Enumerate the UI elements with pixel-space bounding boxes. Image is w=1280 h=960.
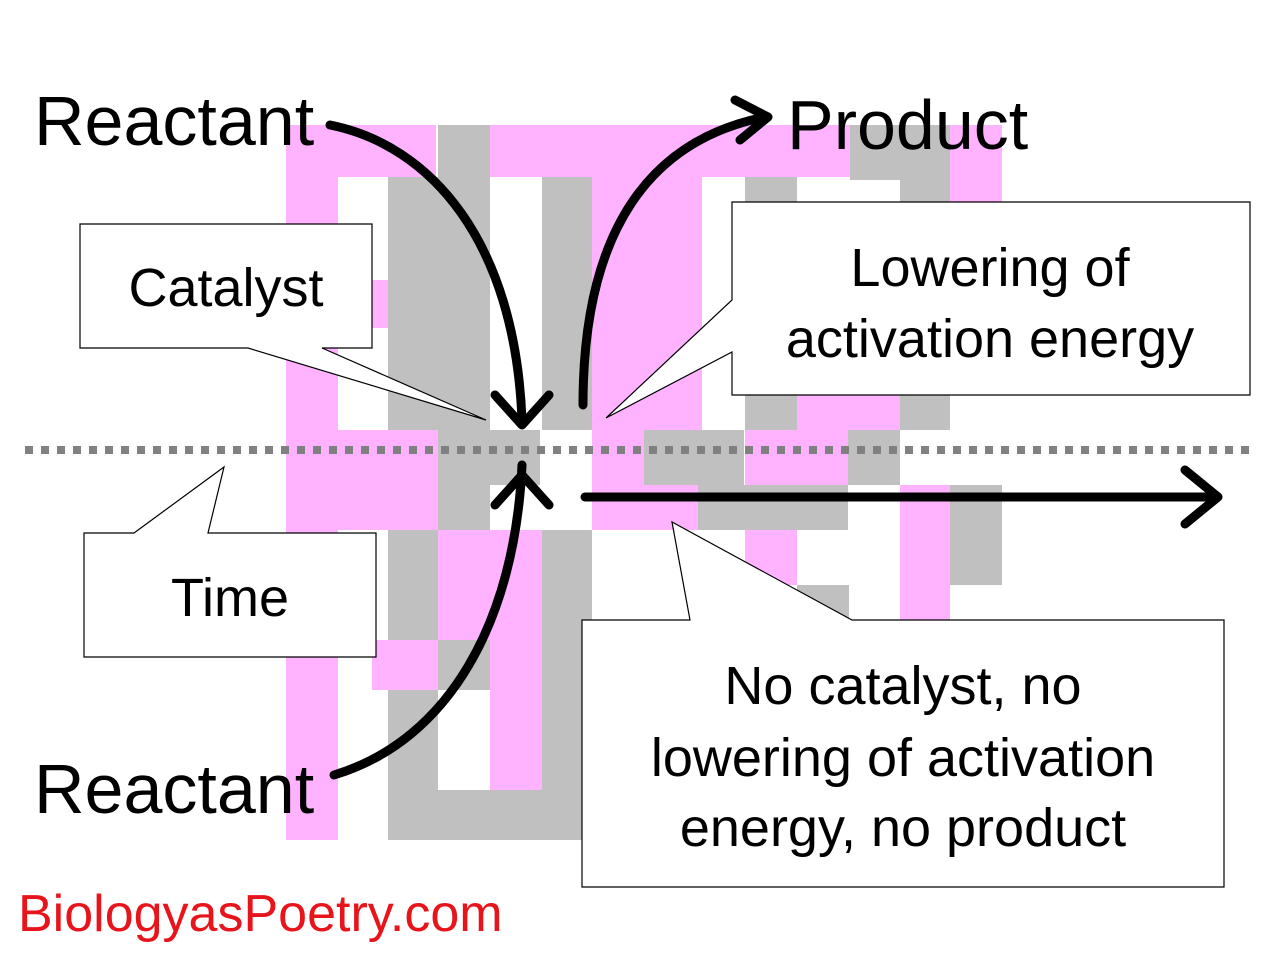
no-catalyst-line-3: energy, no product [680, 798, 1126, 858]
lowering-line-1: Lowering of [850, 238, 1130, 298]
lowering-line-2: activation energy [786, 309, 1194, 369]
time-label: Time [171, 568, 289, 628]
time-callout: Time [83, 465, 377, 658]
lowering-callout: Lowering of activation energy [605, 201, 1251, 419]
no-catalyst-callout: No catalyst, no lowering of activation e… [581, 520, 1225, 888]
product-label: Product [787, 86, 1029, 164]
no-catalyst-line-1: No catalyst, no [724, 656, 1081, 716]
no-product-arrow [580, 465, 1223, 529]
catalyst-label: Catalyst [128, 258, 323, 318]
site-url-footer: BiologyasPoetry.com [18, 885, 503, 943]
catalyst-callout: Catalyst [79, 223, 487, 421]
reactant-top-label: Reactant [34, 82, 315, 160]
product-arrow [578, 95, 773, 410]
reactant-bottom-arrow [329, 460, 554, 780]
reactant-top-arrow [325, 120, 554, 430]
no-catalyst-line-2: lowering of activation [651, 728, 1155, 788]
reactant-bottom-label: Reactant [34, 750, 315, 828]
